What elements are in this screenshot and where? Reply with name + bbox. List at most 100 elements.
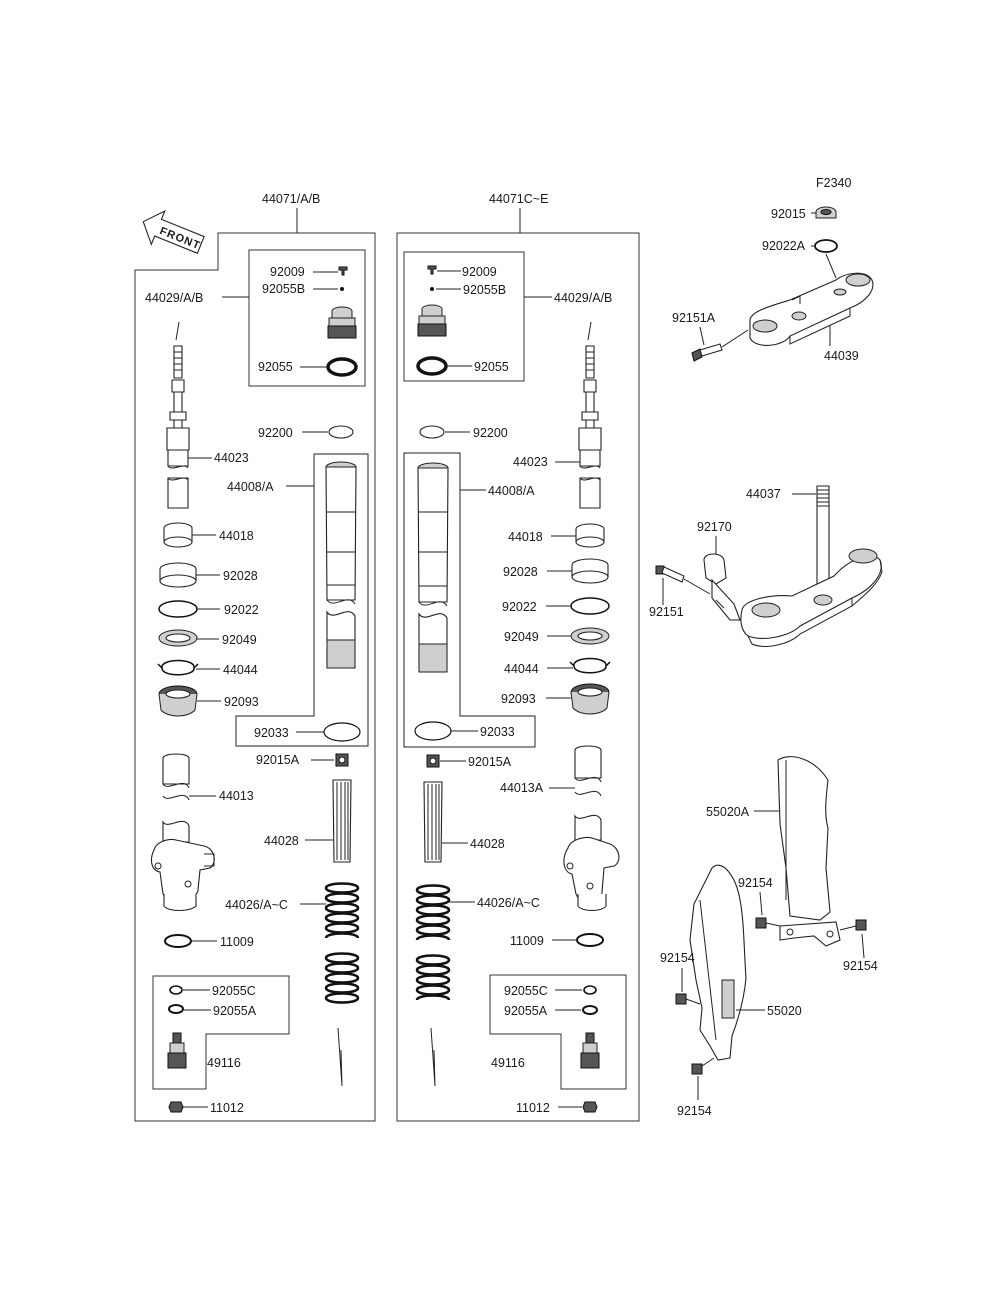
washer-92022A bbox=[814, 239, 838, 253]
bolt-92154-a bbox=[755, 917, 781, 929]
bolt-92154-d bbox=[691, 1057, 715, 1075]
right-label-44023: 44023 bbox=[513, 455, 548, 469]
bolt-92154-b bbox=[839, 919, 867, 931]
right-dust-seal-92093 bbox=[570, 683, 610, 715]
right-piston-rod bbox=[581, 321, 599, 429]
right-label-44028: 44028 bbox=[470, 837, 505, 851]
left-label-92055A: 92055A bbox=[213, 1004, 257, 1018]
right-label-44044: 44044 bbox=[504, 662, 539, 676]
right-label-44029: 44029/A/B bbox=[554, 291, 612, 305]
lower-triple-clamp-44037 bbox=[740, 485, 883, 647]
diagram-code: F2340 bbox=[816, 176, 851, 190]
right-label-92055C: 92055C bbox=[504, 984, 548, 998]
front-arrow-icon: FRONT bbox=[142, 209, 205, 254]
right-oring-92055 bbox=[416, 356, 448, 376]
right-label-11012: 11012 bbox=[516, 1101, 550, 1115]
right-label-92049: 92049 bbox=[504, 630, 539, 644]
bolt-92151 bbox=[655, 565, 711, 595]
bolt-92151A bbox=[691, 329, 749, 362]
lower-clamp-group: 44037 92170 92151 bbox=[649, 485, 883, 647]
label-55020A: 55020A bbox=[706, 805, 750, 819]
left-nut-11012 bbox=[168, 1101, 184, 1113]
left-oring-92055C bbox=[169, 985, 183, 995]
label-92151: 92151 bbox=[649, 605, 684, 619]
left-oring-92055A bbox=[168, 1004, 184, 1014]
left-label-44028: 44028 bbox=[264, 834, 299, 848]
right-label-92055A: 92055A bbox=[504, 1004, 548, 1018]
left-label-11012: 11012 bbox=[210, 1101, 244, 1115]
left-dust-seal-92093 bbox=[158, 685, 198, 717]
right-rod-44028 bbox=[423, 781, 443, 863]
left-cylinder-44023 bbox=[166, 427, 190, 509]
bracket-92170 bbox=[703, 553, 741, 621]
left-spring-44026 bbox=[324, 882, 360, 1087]
right-oil-seal-92049 bbox=[570, 627, 610, 645]
right-assembly-number: 44071C~E bbox=[489, 192, 548, 206]
label-92151A: 92151A bbox=[672, 311, 716, 325]
right-label-44026: 44026/A~C bbox=[477, 896, 540, 910]
right-label-92200: 92200 bbox=[473, 426, 508, 440]
right-inner-tube-44008 bbox=[417, 462, 449, 673]
right-label-92055: 92055 bbox=[474, 360, 509, 374]
left-oring-92055 bbox=[326, 357, 358, 377]
right-outer-tube-44013A bbox=[563, 745, 620, 912]
left-washer-92200 bbox=[328, 425, 354, 439]
right-oring-92055A bbox=[582, 1005, 598, 1015]
right-screw-92009 bbox=[427, 265, 437, 275]
left-assembly-number: 44071/A/B bbox=[262, 192, 320, 206]
right-label-92015A: 92015A bbox=[468, 755, 512, 769]
left-label-92033: 92033 bbox=[254, 726, 289, 740]
right-label-49116: 49116 bbox=[491, 1056, 525, 1070]
fork-guard-55020 bbox=[689, 864, 747, 1061]
left-label-44026: 44026/A~C bbox=[225, 898, 288, 912]
right-cylinder-44023 bbox=[578, 427, 602, 509]
right-washer-92200 bbox=[419, 425, 445, 439]
right-valve-box bbox=[489, 974, 627, 1090]
label-92154-bottom: 92154 bbox=[677, 1104, 712, 1118]
left-label-92200: 92200 bbox=[258, 426, 293, 440]
right-fork-group: 44071C~E 92009 92055B 44029/A/B 92055 bbox=[396, 192, 640, 1122]
upper-triple-clamp-44039 bbox=[749, 272, 874, 346]
left-fork-group: 44071/A/B 44029/A/B 92009 92055B 92055 bbox=[134, 192, 376, 1122]
left-valve-49116 bbox=[167, 1032, 187, 1069]
left-bushing-44018 bbox=[163, 522, 193, 548]
left-label-44044: 44044 bbox=[223, 663, 258, 677]
left-outer-tube-44013 bbox=[150, 753, 215, 912]
left-inner-tube-44008 bbox=[325, 461, 357, 669]
nut-92015 bbox=[815, 206, 837, 219]
left-washer-11009 bbox=[164, 934, 192, 948]
right-label-11009: 11009 bbox=[510, 934, 544, 948]
left-label-92015A: 92015A bbox=[256, 753, 300, 767]
right-washer-11009 bbox=[576, 933, 604, 947]
right-label-92022: 92022 bbox=[502, 600, 537, 614]
left-label-92009: 92009 bbox=[270, 265, 305, 279]
label-92154-right: 92154 bbox=[843, 959, 878, 973]
right-label-44008: 44008/A bbox=[488, 484, 535, 498]
right-assembly-frame bbox=[396, 232, 640, 1122]
right-snap-ring-44044 bbox=[569, 657, 611, 674]
right-cap-bolt bbox=[417, 304, 447, 337]
right-nut-92015A bbox=[426, 754, 440, 768]
left-nut-92015A bbox=[335, 753, 349, 767]
right-spring-44026 bbox=[415, 884, 451, 1087]
left-label-92022: 92022 bbox=[224, 603, 259, 617]
right-washer-92022 bbox=[570, 597, 610, 615]
label-92154-top-left: 92154 bbox=[738, 876, 773, 890]
label-92015: 92015 bbox=[771, 207, 806, 221]
right-label-92055B: 92055B bbox=[463, 283, 506, 297]
upper-clamp-group: 92015 92022A 44039 92151A bbox=[672, 206, 874, 363]
left-cap-bolt bbox=[327, 306, 357, 339]
left-oring-92033 bbox=[323, 722, 361, 742]
left-label-44029: 44029/A/B bbox=[145, 291, 203, 305]
left-piston-rod bbox=[169, 321, 187, 429]
label-44037: 44037 bbox=[746, 487, 781, 501]
left-label-11009: 11009 bbox=[220, 935, 254, 949]
right-bushing-92028 bbox=[571, 558, 609, 584]
right-valve-49116 bbox=[580, 1032, 600, 1069]
right-oring-92055B bbox=[430, 287, 434, 291]
left-oil-seal-92049 bbox=[158, 629, 198, 647]
right-oring-92055C bbox=[583, 985, 597, 995]
right-label-92028: 92028 bbox=[503, 565, 538, 579]
